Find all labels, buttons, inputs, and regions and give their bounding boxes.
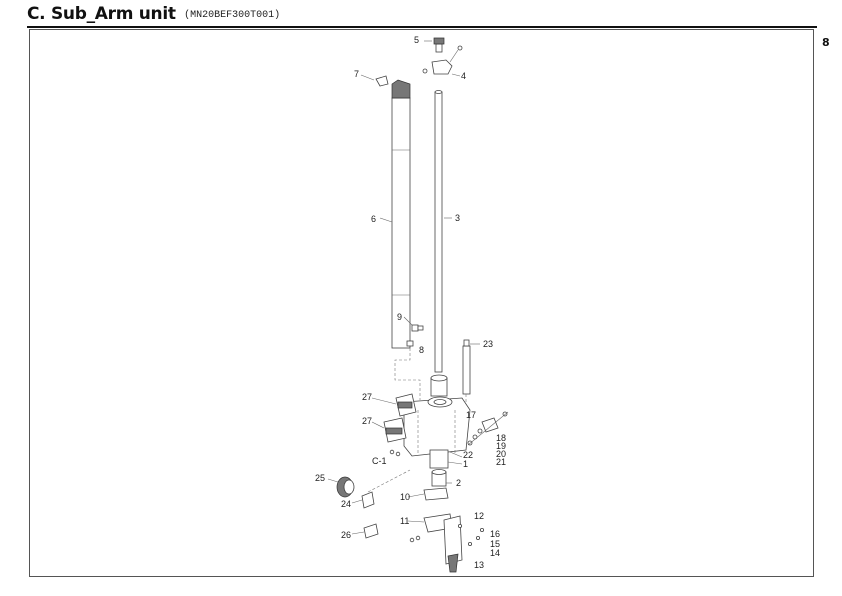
callout-1: 1 bbox=[463, 459, 468, 469]
callout-17: 17 bbox=[466, 410, 476, 420]
block-part-10 bbox=[423, 487, 449, 501]
cylinder-part-27-lower bbox=[383, 417, 407, 443]
callout-4: 4 bbox=[461, 71, 466, 81]
callout-c1: C-1 bbox=[372, 456, 387, 466]
unit-code: (MN20BEF300T001) bbox=[184, 10, 281, 21]
bracket-part-24 bbox=[361, 469, 411, 509]
callout-2: 2 bbox=[456, 478, 461, 488]
callout-21: 21 bbox=[496, 457, 506, 467]
shaft-part-3 bbox=[434, 90, 443, 373]
callout-3: 3 bbox=[455, 213, 460, 223]
header-rule bbox=[27, 26, 817, 28]
knob-part-25 bbox=[336, 476, 355, 498]
callout-12: 12 bbox=[474, 511, 484, 521]
callout-18: 18 bbox=[496, 433, 506, 443]
leader-lines bbox=[327, 40, 480, 535]
callout-22: 22 bbox=[463, 450, 473, 460]
callout-19: 19 bbox=[496, 441, 506, 451]
callout-16: 16 bbox=[490, 529, 500, 539]
collar-part-2 bbox=[431, 469, 447, 487]
callout-14: 14 bbox=[490, 548, 500, 558]
callout-13: 13 bbox=[474, 560, 484, 570]
fitting-part-7 bbox=[375, 75, 389, 87]
callout-6: 6 bbox=[371, 214, 376, 224]
callout-11: 11 bbox=[400, 516, 409, 526]
bolts-c1 bbox=[389, 449, 401, 457]
small-parts-17-21 bbox=[467, 411, 509, 446]
callout-25: 25 bbox=[315, 473, 325, 483]
page-number: 8 bbox=[822, 36, 830, 49]
page-header: C. Sub_Arm unit (MN20BEF300T001) bbox=[27, 4, 817, 26]
callout-10: 10 bbox=[400, 492, 410, 502]
unit-title: C. Sub_Arm unit bbox=[27, 4, 176, 24]
callout-15: 15 bbox=[490, 539, 500, 549]
callout-23: 23 bbox=[483, 339, 493, 349]
upper-collar bbox=[430, 374, 448, 397]
callout-7: 7 bbox=[354, 69, 359, 79]
top-bracket bbox=[422, 37, 463, 75]
callout-9: 9 bbox=[397, 312, 402, 322]
column-part-6 bbox=[391, 79, 411, 349]
callout-27a: 27 bbox=[362, 392, 372, 402]
gripper-part-13 bbox=[443, 515, 484, 573]
callout-26: 26 bbox=[341, 530, 351, 540]
callout-27b: 27 bbox=[362, 416, 372, 426]
diagram-frame bbox=[29, 29, 814, 577]
callout-20: 20 bbox=[496, 449, 506, 459]
fittings-8-9 bbox=[394, 324, 424, 400]
callout-labels: 5 4 7 6 3 9 8 23 27 27 17 18 19 20 21 22… bbox=[315, 35, 506, 570]
main-block-part-1 bbox=[403, 396, 471, 469]
callout-24: 24 bbox=[341, 499, 351, 509]
clamp-part-26 bbox=[363, 523, 379, 539]
callout-5: 5 bbox=[414, 35, 419, 45]
cylinder-part-27-upper bbox=[395, 393, 417, 417]
callout-8: 8 bbox=[419, 345, 424, 355]
